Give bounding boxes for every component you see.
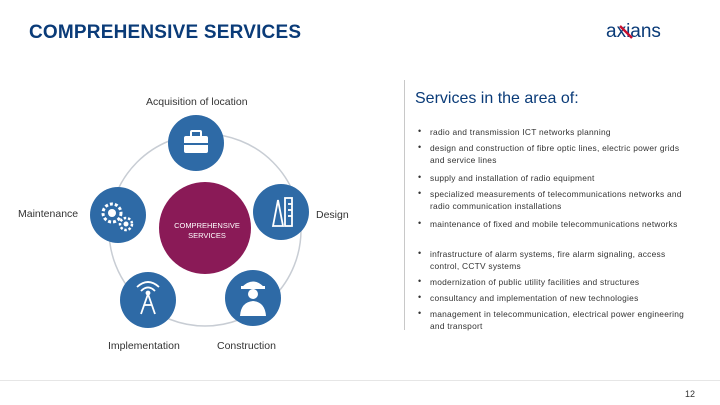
service-item: • supply and installation of radio equipm… xyxy=(418,172,688,185)
footer-divider xyxy=(0,380,720,381)
service-item: • consultancy and implementation of new t… xyxy=(418,292,688,305)
service-text: radio and transmission ICT networks plan… xyxy=(430,127,611,137)
bullet-icon: • xyxy=(418,126,422,136)
bullet-icon: • xyxy=(418,188,422,198)
service-item: • infrastructure of alarm systems, fire a… xyxy=(418,248,688,272)
gears-icon xyxy=(101,202,134,232)
service-item: • modernization of public utility facilit… xyxy=(418,276,688,289)
services-heading: Services in the area of: xyxy=(415,90,579,107)
drafting-tools-icon xyxy=(271,197,293,227)
label-construction: Construction xyxy=(217,340,276,352)
node-implementation[interactable] xyxy=(120,272,176,328)
label-maintenance: Maintenance xyxy=(18,208,79,220)
label-implementation: Implementation xyxy=(108,340,180,352)
node-maintenance[interactable] xyxy=(90,187,146,243)
vertical-divider xyxy=(404,80,405,330)
page-title: COMPREHENSIVE SERVICES xyxy=(29,22,302,43)
bullet-icon: • xyxy=(418,308,422,318)
bullet-icon: • xyxy=(418,292,422,302)
page-number: 12 xyxy=(685,389,696,399)
service-text: supply and installation of radio equipme… xyxy=(430,173,595,183)
service-text: modernization of public utility faciliti… xyxy=(430,277,640,287)
service-item: • design and construction of fibre optic … xyxy=(418,142,688,166)
bullet-icon: • xyxy=(418,248,422,258)
service-text: design and construction of fibre optic l… xyxy=(430,143,680,165)
center-label: COMPREHENSIVE SERVICES xyxy=(174,221,240,240)
bullet-icon: • xyxy=(418,172,422,182)
label-acquisition: Acquisition of location xyxy=(146,96,248,108)
service-text: management in telecommunication, electri… xyxy=(430,309,685,331)
logo-accent xyxy=(619,25,633,39)
bullet-icon: • xyxy=(418,276,422,286)
node-construction[interactable] xyxy=(225,270,281,326)
service-text: maintenance of fixed and mobile telecomm… xyxy=(430,219,678,229)
service-text: specialized measurements of telecommunic… xyxy=(430,189,682,211)
service-item: • specialized measurements of telecommuni… xyxy=(418,188,688,212)
antenna-icon xyxy=(136,281,160,315)
service-item: • management in telecommunication, electr… xyxy=(418,308,688,332)
node-acquisition[interactable] xyxy=(168,115,224,171)
logo-text: axians xyxy=(606,21,661,42)
briefcase-icon xyxy=(184,130,208,153)
service-item: • radio and transmission ICT networks pla… xyxy=(418,126,688,139)
label-design: Design xyxy=(316,209,349,221)
center-circle xyxy=(159,182,251,274)
worker-icon xyxy=(240,281,266,316)
axians-logo: axians xyxy=(606,21,661,42)
bullet-icon: • xyxy=(418,218,422,228)
service-text: consultancy and implementation of new te… xyxy=(430,293,639,303)
bullet-icon: • xyxy=(418,142,422,152)
services-cycle-diagram xyxy=(90,115,309,328)
service-text: infrastructure of alarm systems, fire al… xyxy=(430,249,666,271)
service-item: • maintenance of fixed and mobile telecom… xyxy=(418,218,688,231)
node-design[interactable] xyxy=(253,184,309,240)
